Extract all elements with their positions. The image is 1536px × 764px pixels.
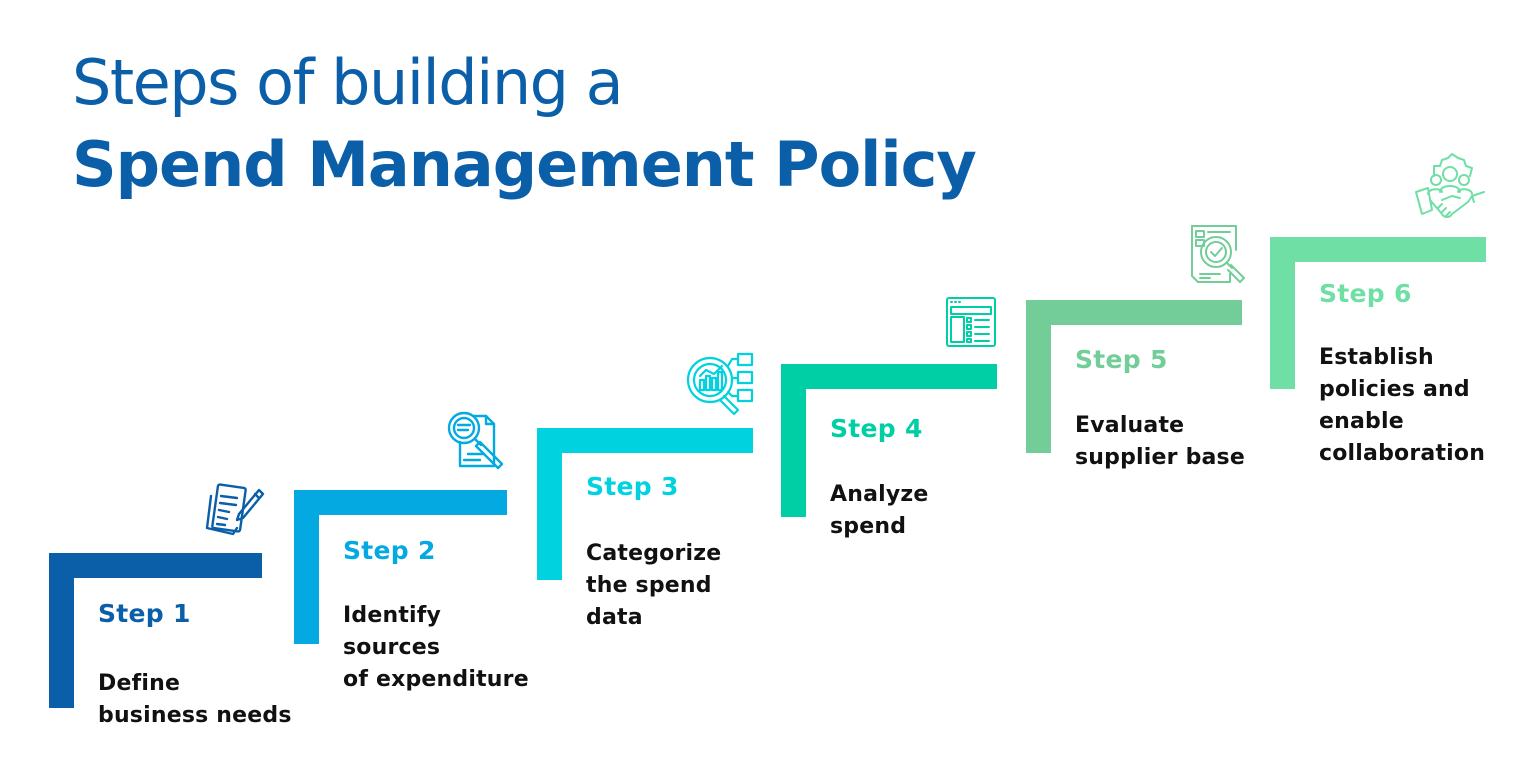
step-5: Step 5 Evaluate supplier base <box>1026 300 1326 510</box>
step-3-description: Categorize the spend data <box>586 541 722 630</box>
step-6-description: Establish policies and enable collaborat… <box>1319 345 1486 466</box>
step-3-bracket-side <box>537 428 562 580</box>
step-1-bracket-side <box>49 553 74 708</box>
step-2-description: Identify sources of expenditure <box>343 603 529 692</box>
document-checkmark-magnifier-icon <box>1190 224 1250 286</box>
step-5-description: Evaluate supplier base <box>1075 413 1245 470</box>
step-2: Step 2 Identify sources of expenditure <box>294 490 594 700</box>
document-pencil-icon <box>203 482 267 540</box>
team-handshake-gear-icon <box>1412 152 1488 226</box>
title-line-2: Spend Management Policy <box>72 128 977 201</box>
step-5-bracket-side <box>1026 300 1051 453</box>
step-3: Step 3 Categorize the spend data <box>537 428 837 638</box>
step-6-bracket-top <box>1270 237 1486 262</box>
dashboard-window-icon <box>945 296 997 348</box>
step-3-bracket-top <box>537 428 753 453</box>
step-4-label: Step 4 <box>830 414 923 443</box>
step-2-bracket-top <box>294 490 507 515</box>
step-6-label: Step 6 <box>1319 279 1412 308</box>
step-1: Step 1 Define business needs <box>49 553 349 753</box>
step-6: Step 6 Establish policies and enable col… <box>1270 237 1536 477</box>
step-1-description: Define business needs <box>98 671 292 728</box>
step-4-bracket-top <box>781 364 997 389</box>
chart-magnifier-icon <box>684 350 756 416</box>
step-5-label: Step 5 <box>1075 345 1168 374</box>
step-3-label: Step 3 <box>586 472 679 501</box>
step-1-bracket-top <box>49 553 262 578</box>
step-4-description: Analyze spend <box>830 482 929 539</box>
step-2-bracket-side <box>294 490 319 644</box>
step-6-bracket-side <box>1270 237 1295 389</box>
document-magnifier-icon <box>444 408 510 472</box>
step-1-label: Step 1 <box>98 599 191 628</box>
step-5-bracket-top <box>1026 300 1242 325</box>
title-line-1: Steps of building a <box>72 46 624 119</box>
step-4-bracket-side <box>781 364 806 517</box>
step-4: Step 4 Analyze spend <box>781 364 1081 574</box>
step-2-label: Step 2 <box>343 536 436 565</box>
page-title: Steps of building a Spend Management Pol… <box>72 42 977 206</box>
